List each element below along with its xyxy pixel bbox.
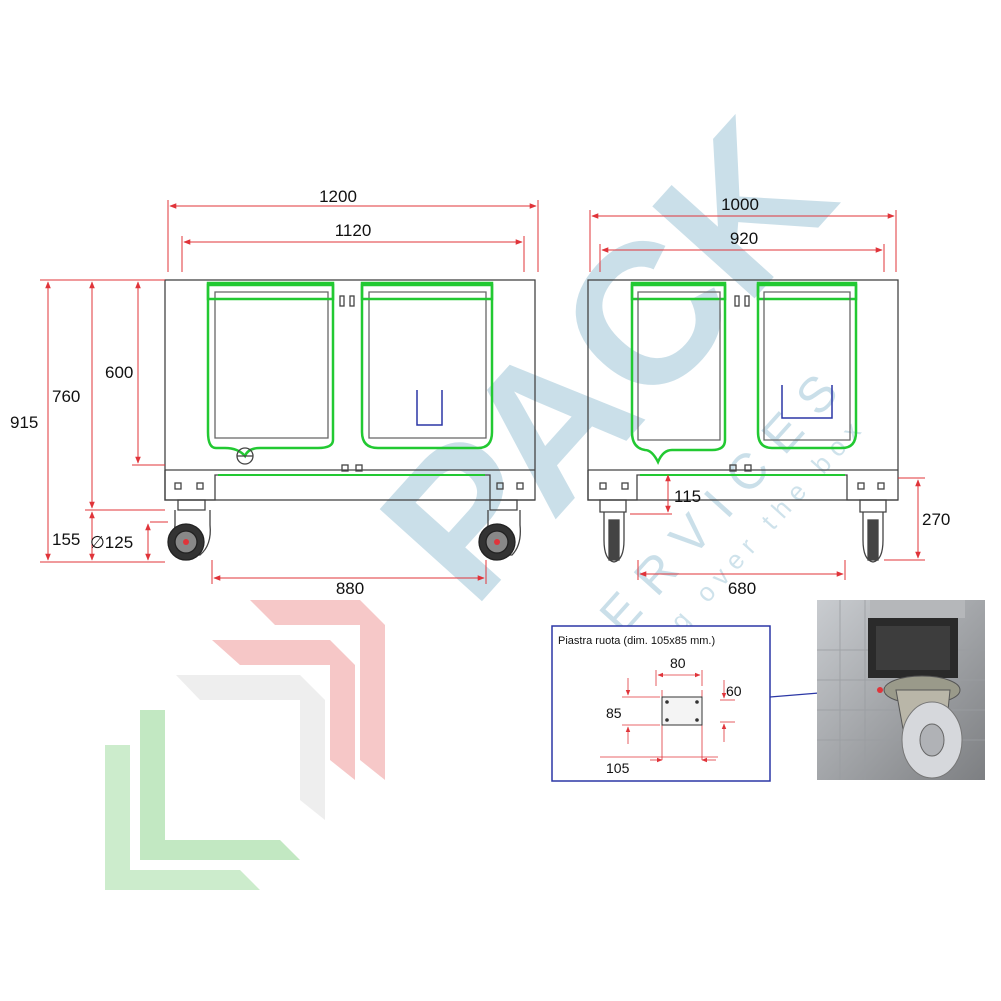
dim-wheel-diameter: ∅125 [90, 533, 133, 552]
front-left-tank [206, 283, 335, 459]
logo-chevrons [105, 600, 385, 890]
front-view [164, 279, 536, 561]
dim-side-width-outer: 1000 [721, 195, 759, 214]
side-left-tank [630, 283, 727, 466]
dim-front-height-tank: 600 [105, 363, 133, 382]
plate-detail-title: Piastra ruota (dim. 105x85 mm.) [558, 635, 715, 647]
dim-plate-85: 85 [606, 705, 622, 721]
dim-plate-80: 80 [670, 655, 686, 671]
side-right-tank [756, 283, 858, 450]
side-caster-right [859, 499, 887, 563]
front-caster-right [478, 499, 521, 561]
caster-wheel-photo [817, 600, 985, 780]
front-body [164, 279, 536, 501]
front-right-tank [360, 283, 494, 450]
dim-plate-105: 105 [606, 760, 630, 776]
front-caster-left [167, 499, 211, 561]
dim-front-height-body: 760 [52, 387, 80, 406]
dim-front-width-inner: 1120 [335, 221, 372, 240]
plate-detail-box: Piastra ruota (dim. 105x85 mm.) 80 60 85 [551, 625, 881, 782]
side-dimensions [589, 210, 925, 580]
dim-side-width-inner: 920 [730, 229, 758, 248]
dim-plate-60: 60 [726, 683, 742, 699]
dim-front-height-wheel: 155 [52, 530, 80, 549]
dim-side-wheel-base: 680 [728, 579, 756, 598]
dim-front-wheel-base: 880 [336, 579, 364, 598]
side-view [587, 279, 899, 563]
dim-front-width-outer: 1200 [319, 187, 357, 206]
dim-front-height-total: 915 [10, 413, 38, 432]
dim-side-clearance: 115 [674, 487, 701, 506]
dim-side-height-caster: 270 [922, 510, 950, 529]
front-dimensions [40, 200, 539, 584]
side-body [587, 279, 899, 501]
side-caster-left [599, 499, 627, 563]
